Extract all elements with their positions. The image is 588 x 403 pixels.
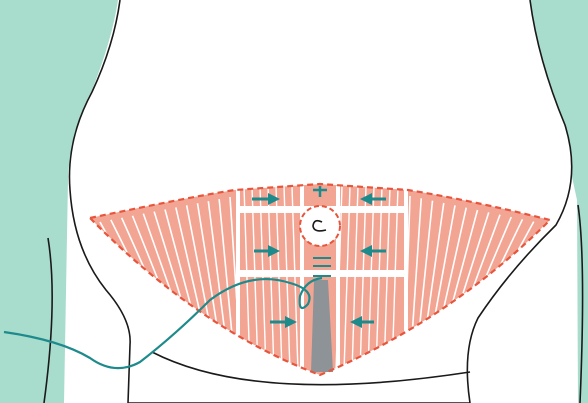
- navel-icon: [300, 206, 340, 246]
